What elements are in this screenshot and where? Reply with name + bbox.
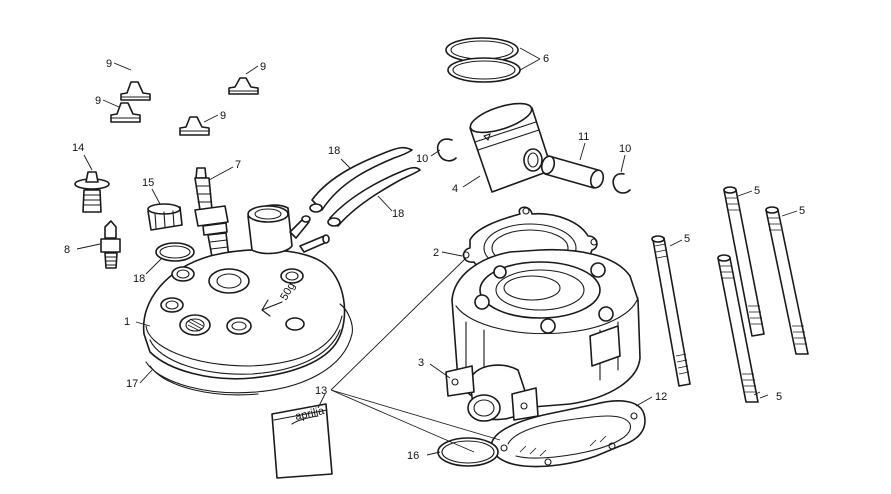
callout-10: 10 [416,153,428,165]
thermostat [74,171,110,213]
gasket-kit-bag: aprilia [271,403,333,479]
callout-9: 9 [220,110,226,122]
callout-14: 14 [72,142,84,154]
piston-rings [445,37,521,83]
callout-11: 11 [578,131,589,143]
stud-4 [717,254,759,403]
callout-5: 5 [799,205,805,217]
callout-5: 5 [776,391,782,403]
callout-13: 13 [315,385,327,397]
stud-2 [723,186,765,337]
callout-5: 5 [684,233,690,245]
temperature-sensor [100,220,121,269]
stud-1 [651,235,691,387]
callout-9: 9 [95,95,101,107]
callout-9: 9 [106,58,112,70]
callout-17: 17 [126,378,138,390]
nut-9-mid-left [110,102,141,123]
callout-4: 4 [452,183,458,195]
plug-cap [147,203,183,231]
callout-15: 15 [142,177,154,189]
nut-9-top-right [228,77,259,95]
piston [469,102,553,193]
spark-plug [194,167,231,269]
callout-1: 1 [124,316,130,328]
leader-lines [76,47,798,456]
callout-10: 10 [619,143,631,155]
stud-3 [765,206,809,355]
nut-9-top-left [120,81,151,101]
callout-2: 2 [433,247,439,259]
base-gasket [491,400,646,468]
coolant-hoses [309,146,421,227]
circlip-left [436,138,457,162]
head-o-ring [145,303,353,396]
circlip-right [612,172,631,194]
callout-12: 12 [655,391,667,403]
callout-18: 18 [328,145,340,157]
callout-labels: 9 9 9 9 14 15 7 8 18 1 17 18 18 6 10 4 1… [64,53,805,462]
callout-9: 9 [260,61,266,73]
callout-3: 3 [418,357,424,369]
callout-5: 5 [754,185,760,197]
callout-8: 8 [64,244,70,256]
callout-7: 7 [235,159,241,171]
o-ring-small [155,242,195,262]
callout-18: 18 [133,273,145,285]
callout-6: 6 [543,53,549,65]
o-ring-large [437,437,499,467]
cylinder [445,248,641,422]
nut-9-mid-right [179,116,210,136]
piston-pin [540,155,605,189]
callout-18: 18 [392,208,404,220]
cylinder-head: 50g [142,204,346,380]
callout-16: 16 [407,450,419,462]
